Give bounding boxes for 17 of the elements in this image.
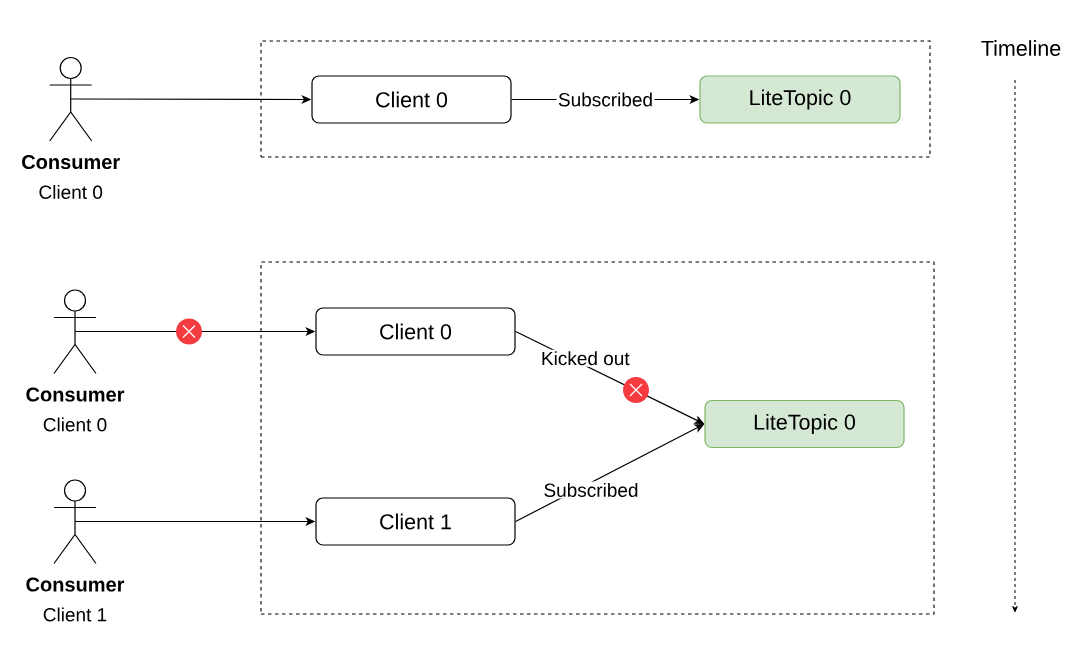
actor-label: Consumer [26, 577, 125, 592]
dashed-frame [260, 40, 931, 158]
actor-label: Client 0 [39, 185, 103, 199]
process-box: Client 0 [311, 75, 512, 124]
edge-label: Kicked out [539, 349, 632, 367]
actor-label: Consumer [22, 154, 120, 170]
dashed-frame [260, 261, 935, 615]
actor-label: Client 0 [43, 417, 107, 432]
actor-label: Client 1 [43, 607, 107, 622]
process-box: LiteTopic 0 [704, 399, 905, 449]
process-box: LiteTopic 0 [699, 75, 901, 124]
actor-label: Consumer [26, 387, 125, 402]
edge-label: Subscribed [542, 481, 641, 499]
process-box: Client 1 [315, 497, 516, 546]
edge-label: Subscribed [556, 91, 655, 108]
process-box: Client 0 [315, 307, 516, 356]
timeline-label: Timeline [981, 40, 1061, 56]
